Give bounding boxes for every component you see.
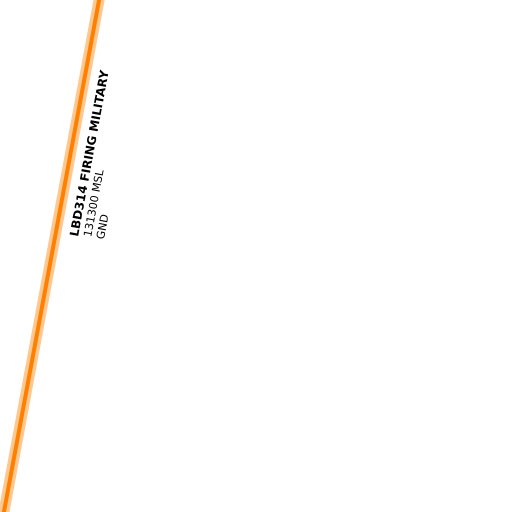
airspace-boundary-line xyxy=(1,0,102,512)
airspace-lower-limit-label: GND xyxy=(94,213,111,240)
